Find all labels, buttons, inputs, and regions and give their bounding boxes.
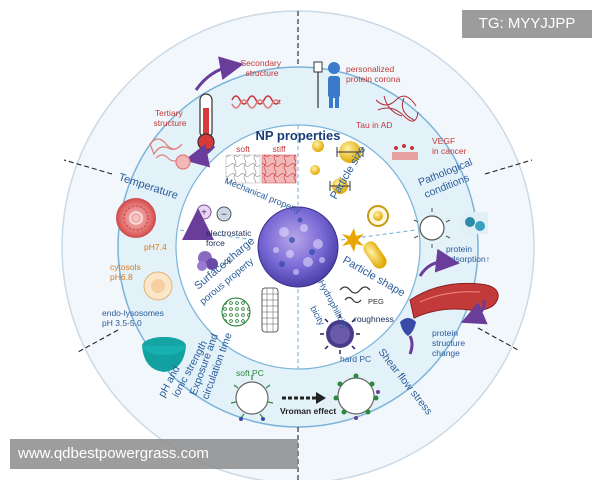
website-watermark: www.qdbestpowergrass.com <box>10 439 298 469</box>
vegf-label: VEGF in cancer <box>432 136 467 156</box>
shear-arrow-down <box>460 299 488 325</box>
vegf-line1: VEGF <box>432 136 455 146</box>
tau-label: Tau in AD <box>356 120 392 130</box>
thermometer-icon <box>197 93 215 151</box>
svg-text:+: + <box>201 208 207 219</box>
tertiary-structure-label: Tertiary structure <box>153 108 186 128</box>
tertiary-structure-line2: structure <box>153 118 186 128</box>
soft-label: soft <box>236 144 250 154</box>
tau-fibrils-icon <box>375 95 419 122</box>
endo-line2: pH 3.5-5.0 <box>102 318 142 328</box>
secondary-structure-label: Secondary structure <box>240 58 283 78</box>
adsorption-line1: protein <box>446 244 472 254</box>
np-with-proteins-icon <box>413 208 451 248</box>
soft-texture <box>225 154 261 184</box>
protein-cluster-icon <box>462 212 488 234</box>
pi-label: pI <box>224 256 231 266</box>
person-iv-icon <box>313 61 340 108</box>
pi-protein-icon <box>197 251 218 271</box>
roughness-label: roughness <box>354 314 394 324</box>
vroman-effect-label: Vroman effect <box>280 406 336 416</box>
force-label: force <box>206 238 225 248</box>
temperature-arrow-down <box>184 143 216 168</box>
stiff-label: stiff <box>272 144 286 154</box>
red-blood-cell-icon <box>116 198 156 238</box>
cytosols-line2: pH6.8 <box>110 272 133 282</box>
secondary-structure-line1: Secondary <box>240 58 281 68</box>
electrostatic-label: electrostatic <box>206 228 252 238</box>
temperature-arrow-up <box>194 56 244 91</box>
personalized-line1: personalized <box>346 64 394 74</box>
svg-text:−: − <box>221 210 227 221</box>
roughness-particle-icon <box>320 314 360 354</box>
porous-materials-icon <box>221 287 279 333</box>
personalized-corona-label: personalized protein corona <box>346 64 401 84</box>
vegf-line2: in cancer <box>432 146 467 156</box>
vegf-cancer-icon <box>392 144 418 160</box>
protein-structure-change-label: protein structure change <box>432 328 467 358</box>
tertiary-structure-icon <box>149 138 191 170</box>
endo-line1: endo-lysosomes <box>102 308 164 318</box>
hydrophilicity-icon <box>339 286 371 304</box>
stiff-texture <box>261 154 297 184</box>
cytosols-label: cytosols pH6.8 <box>110 262 143 282</box>
soft-pc-label: soft PC <box>236 368 264 378</box>
inner-dividers <box>179 125 417 369</box>
secondary-structure-line2: structure <box>245 68 278 78</box>
cytosols-line1: cytosols <box>110 262 141 272</box>
vroman-arrow-icon <box>282 392 326 404</box>
telegram-watermark: TG: MYYJJPP <box>462 10 592 38</box>
ph74-label: pH7.4 <box>144 242 167 252</box>
structure-change-line3: change <box>432 348 460 358</box>
sector-dividers <box>63 11 533 480</box>
lysosome-bowl-icon <box>142 337 186 372</box>
protein-structure-change-icon <box>400 318 416 355</box>
endo-lysosomes-label: endo-lysosomes pH 3.5-5.0 <box>102 308 166 328</box>
particle-size-spheres-icon <box>310 140 364 194</box>
peg-label: PEG <box>368 297 384 306</box>
tertiary-structure-line1: Tertiary <box>155 108 184 118</box>
structure-change-line2: structure <box>432 338 465 348</box>
soft-pc-np-icon <box>230 375 274 421</box>
structure-change-line1: protein <box>432 328 458 338</box>
particle-shape-icons <box>342 205 389 269</box>
hard-pc-label: hard PC <box>340 354 371 364</box>
cell-icon <box>143 271 173 301</box>
surface-charge-icons: + − <box>182 204 232 240</box>
np-properties-title: NP properties <box>255 128 340 143</box>
shear-arrow-up <box>418 248 460 277</box>
hard-pc-np-icon <box>333 373 380 420</box>
secondary-structure-helix-icon <box>231 95 281 109</box>
nanoparticle-core <box>257 206 339 288</box>
personalized-line2: protein corona <box>346 74 401 84</box>
adsorption-line2: adsorption↑ <box>446 254 490 264</box>
